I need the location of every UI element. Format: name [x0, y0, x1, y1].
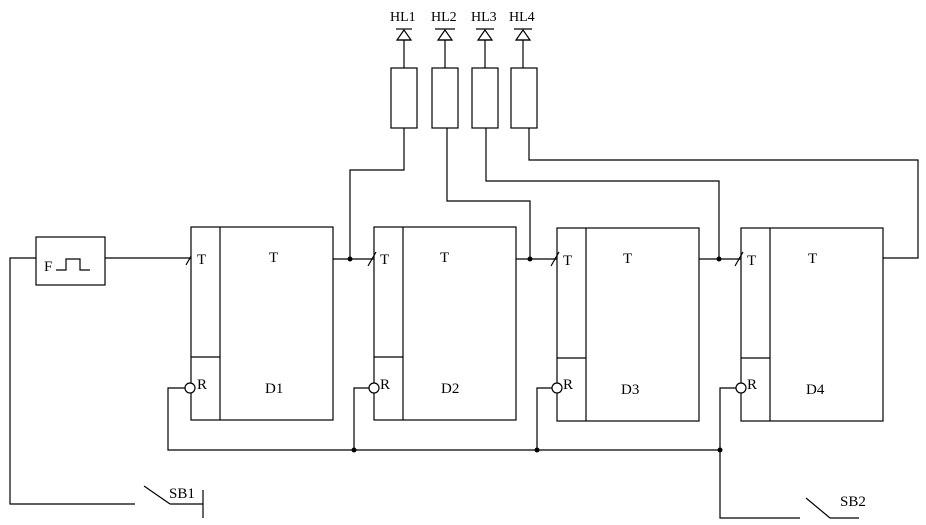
flipflop-d1-inverter: [184, 382, 196, 394]
flipflop-d2-name: D2: [441, 381, 459, 397]
flipflop-d3-type: T: [623, 251, 632, 267]
led-hl2-resistor: [431, 67, 459, 129]
flipflop-d4-inverter: [735, 382, 747, 394]
switch-sb1-label: SB1: [169, 486, 195, 502]
flipflop-d4-type: T: [808, 251, 817, 267]
flipflop-d3-name: D3: [621, 382, 639, 398]
generator-label: F: [44, 259, 52, 275]
flipflop-d2-type: T: [440, 250, 449, 266]
led-hl4-diode-icon: [514, 28, 532, 68]
flipflop-d3-r-input: R: [563, 377, 573, 393]
led-feed-wiring: [349, 128, 720, 259]
flipflop-d1-type: T: [269, 250, 278, 266]
led-hl2-diode-icon: [435, 28, 455, 68]
led-hl3-resistor: [471, 67, 499, 129]
led-hl1-resistor: [390, 67, 418, 129]
led-hl2: HL2: [431, 10, 459, 129]
flipflop-d2-t-input: T: [380, 252, 389, 268]
led-hl1: HL1: [390, 10, 418, 129]
flipflop-d4-t-input: T: [747, 253, 756, 269]
switch-sb2: SB2: [719, 450, 866, 519]
led-hl3-diode-icon: [476, 28, 494, 68]
flipflop-d2-r-input: R: [380, 377, 390, 393]
led-hl4-resistor: [510, 67, 538, 129]
flipflop-d4: T R T D4: [735, 227, 884, 422]
flipflop-d2-inverter: [368, 382, 380, 394]
generator-f: F: [35, 236, 106, 286]
flipflop-d4-r-input: R: [747, 377, 757, 393]
flipflop-d1-name: D1: [265, 381, 283, 397]
pulse-icon: [56, 258, 90, 271]
flipflop-d1-r-input: R: [197, 377, 207, 393]
switch-sb1: SB1: [9, 257, 204, 518]
flipflop-d1: T R T D1: [184, 226, 334, 421]
led-hl4-label: HL4: [509, 10, 535, 25]
flipflop-d1-t-input: T: [197, 252, 206, 268]
led-hl2-label: HL2: [431, 10, 457, 25]
flipflop-d4-name: D4: [806, 382, 825, 398]
reset-bus: [167, 387, 736, 453]
led-hl3-label: HL3: [471, 10, 497, 25]
led-hl4: HL4: [509, 10, 538, 129]
flipflop-d3-t-input: T: [563, 253, 572, 269]
led-hl3: HL3: [471, 10, 499, 129]
led-hl1-label: HL1: [390, 10, 416, 25]
flipflop-d3-inverter: [551, 382, 563, 394]
flipflop-d2: T R T D2: [368, 226, 517, 421]
flipflop-d3: T R T D3: [551, 227, 700, 422]
switch-sb2-label: SB2: [840, 494, 866, 510]
led-hl1-diode-icon: [395, 28, 413, 68]
